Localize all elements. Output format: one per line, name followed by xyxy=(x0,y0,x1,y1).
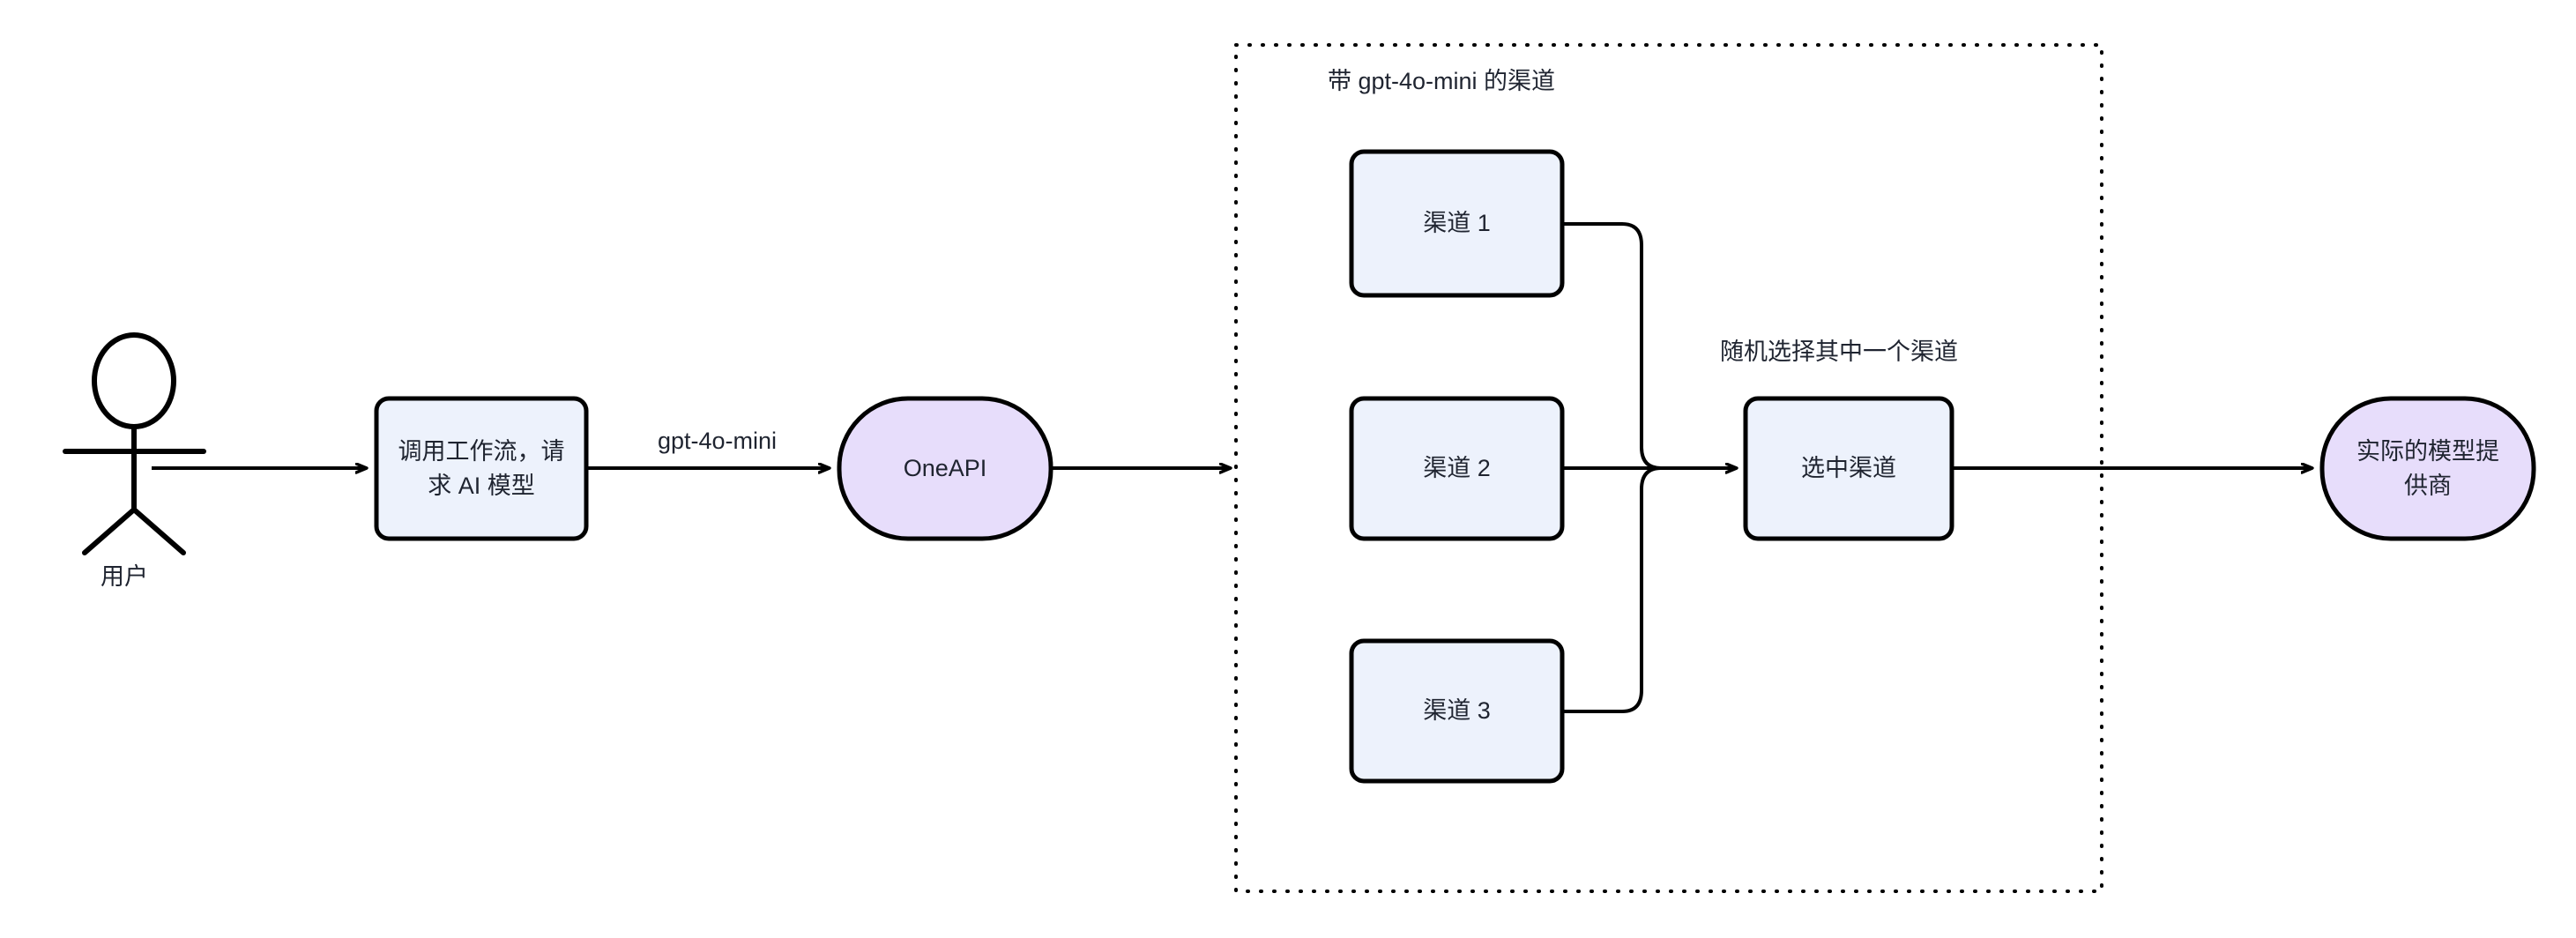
channel3-node-shape[interactable] xyxy=(1349,638,1565,784)
provider-node-shape[interactable] xyxy=(2319,396,2536,541)
selected-node-shape[interactable] xyxy=(1743,396,1954,541)
channel-group-border xyxy=(1234,43,2103,893)
user-actor-icon xyxy=(63,332,206,555)
oneapi-node-shape[interactable] xyxy=(837,396,1053,541)
edge-channel3-to-selected xyxy=(1560,466,1663,713)
workflow-node-shape[interactable] xyxy=(374,396,589,541)
channel-group-label: 带 gpt-4o-mini 的渠道 xyxy=(1328,68,1556,94)
channel2-node-shape[interactable] xyxy=(1349,396,1565,541)
edge-label-gpt-4o-mini: gpt-4o-mini xyxy=(652,427,783,455)
user-actor-label: 用户 xyxy=(101,563,148,590)
edge-channel1-to-selected xyxy=(1560,222,1663,470)
random-pick-note-label: 随机选择其中一个渠道 xyxy=(1720,339,1958,365)
channel1-node-shape[interactable] xyxy=(1349,149,1565,298)
